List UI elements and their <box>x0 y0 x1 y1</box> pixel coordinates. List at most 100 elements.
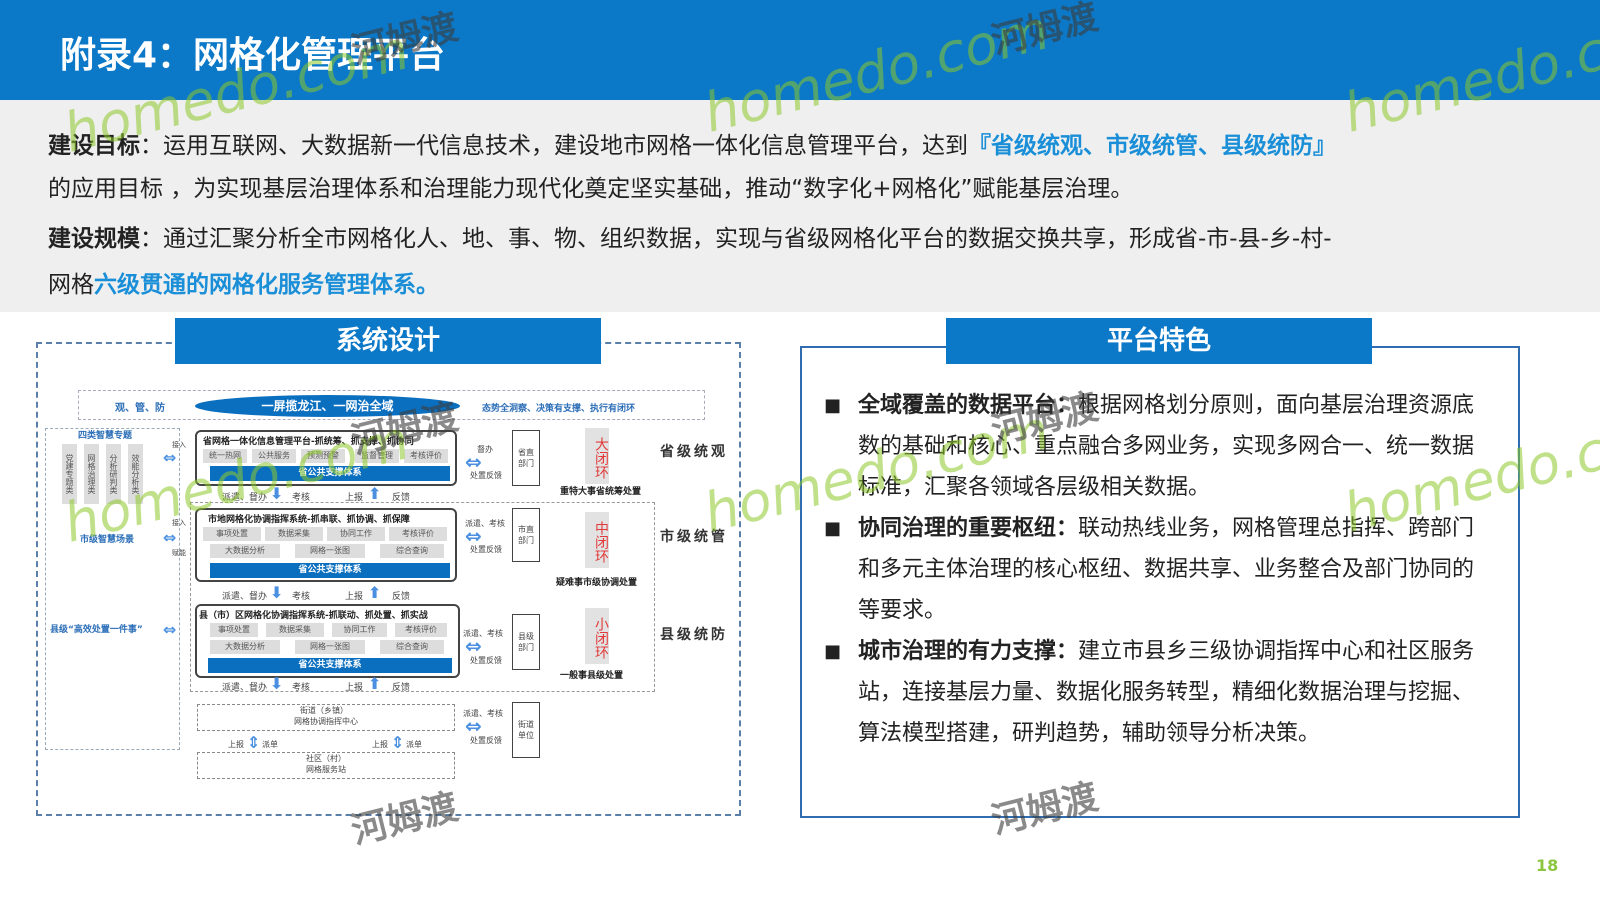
city-title: 市地网格化协调指挥系统-抓串联、抓协调、抓保障 <box>208 515 410 525</box>
community-sub-label: 网格服务站 <box>306 765 346 774</box>
top-banner: 一屏揽龙江、一网治全域 <box>195 395 460 417</box>
scale-line-1: 建设规模：通过汇聚分析全市网格化人、地、事、物、组织数据，实现与省级网格化平台的… <box>48 219 1332 253</box>
county-scene-label: 县级“高效处置一件事” <box>50 625 143 635</box>
module: 综合查询 <box>380 640 444 654</box>
square-bullet-icon: ■ <box>824 395 842 416</box>
arrow-down-icon: ⬇ <box>270 674 284 693</box>
module: 事项处置 <box>210 623 258 637</box>
feedback-label: 反馈 <box>392 493 411 503</box>
goal-line-1: 建设目标：运用互联网、大数据新一代信息技术，建设地市网格一体化信息管理平台，达到… <box>48 126 1336 160</box>
topic-item: 网格治理类 <box>84 444 99 504</box>
support-bar: 省公共支撑体系 <box>208 658 452 673</box>
arrow-up-icon: ⬆ <box>368 484 382 503</box>
up-down-arrow-icon: ⇕ <box>247 733 261 752</box>
square-bullet-icon: ■ <box>824 518 842 539</box>
loop-box: 小闭环 <box>585 608 609 664</box>
in-label: 接入 <box>172 519 186 527</box>
feature-text: 联动热线业务，网格管理总指挥、跨部门和多元主体治理的核心枢纽、数据共享、业务整合… <box>858 516 1475 623</box>
top-right-label: 态势全洞察、决策有支撑、执行有闭环 <box>482 404 636 414</box>
county-title: 县（市）区网格化协调指挥系统-抓联动、抓处置、抓实战 <box>199 611 428 621</box>
city-scene-label: 市级智慧场景 <box>80 535 135 545</box>
module: 数据采集 <box>266 623 324 637</box>
double-arrow-icon: ⇔ <box>465 714 482 738</box>
double-arrow-icon: ⇔ <box>163 620 177 639</box>
supervise-label: 督办 <box>477 445 493 454</box>
dept-box: 省直部门 <box>512 430 540 486</box>
module: 协同工作 <box>332 623 387 637</box>
module: 事项处置 <box>203 527 261 541</box>
down-label: 派遣、督办 <box>222 683 268 693</box>
scale-highlight: 六级贯通的网格化服务管理体系。 <box>94 272 439 298</box>
module: 综合查询 <box>380 544 444 558</box>
dispatch-check-label: 派遣、考核 <box>463 629 503 638</box>
province-title: 省网格一体化信息管理平台-抓统筹、抓支撑、抓协同 <box>203 437 414 447</box>
up-label: 上报 <box>345 493 364 503</box>
double-arrow-icon: ⇔ <box>163 448 177 467</box>
street-sub-label: 网格协调指挥中心 <box>294 717 358 726</box>
goal-highlight: 『省级统观、市级统管、县级统防』 <box>968 133 1336 159</box>
double-arrow-icon: ⇔ <box>163 528 177 547</box>
goal-text: ：运用互联网、大数据新一代信息技术，建设地市网格一体化信息管理平台，达到 <box>140 133 968 159</box>
module: 大数据分析 <box>210 640 280 654</box>
street-box <box>197 704 455 731</box>
community-label: 社区（村） <box>306 754 346 763</box>
dispatch-label: 派单 <box>262 740 278 749</box>
report-label: 上报 <box>372 740 388 749</box>
goal-line-2: 的应用目标 ，为实现基层治理体系和治理能力现代化奠定坚实基础，推动“数字化+网格… <box>48 176 1134 202</box>
module: 考核评价 <box>395 623 447 637</box>
street-label: 街道（乡镇） <box>300 706 348 715</box>
square-bullet-icon: ■ <box>824 641 842 662</box>
community-box <box>197 752 455 779</box>
dept-box: 街道单位 <box>512 702 540 758</box>
arrow-up-icon: ⬆ <box>368 583 382 602</box>
module: 监督管理 <box>355 449 399 463</box>
arrow-down-icon: ⬇ <box>270 484 284 503</box>
feedback-label: 反馈 <box>392 592 411 602</box>
feature-bullet: ■全域覆盖的数据平台：根据网格划分原则，面向基层治理资源底数的基础和核心、重点融… <box>824 385 1488 508</box>
title-bar: 附录4：网格化管理平台 <box>0 0 1600 100</box>
module: 网格一张图 <box>295 640 365 654</box>
module: 大数据分析 <box>210 544 280 558</box>
intro-section: 建设目标：运用互联网、大数据新一代信息技术，建设地市网格一体化信息管理平台，达到… <box>0 100 1600 312</box>
goal-label: 建设目标 <box>48 133 140 159</box>
module: 考核评价 <box>389 527 447 541</box>
dept-box: 县级部门 <box>512 614 540 670</box>
topic-item: 党建专题类 <box>62 444 77 504</box>
loop-box: 大闭环 <box>585 428 609 484</box>
down-label: 派遣、督办 <box>222 592 268 602</box>
double-arrow-icon: ⇔ <box>465 524 482 548</box>
module: 预测预警 <box>301 449 345 463</box>
loop-caption: 重特大事省统筹处置 <box>560 487 642 497</box>
loop-caption: 疑难事市级协调处置 <box>556 578 638 588</box>
handle-feedback-label: 处置反馈 <box>470 656 502 665</box>
module: 数据采集 <box>265 527 323 541</box>
topic-item: 效能分析类 <box>128 444 143 504</box>
feature-bullet: ■ 协同治理的重要枢纽：联动热线业务，网格管理总指挥、跨部门和多元主体治理的核心枢… <box>824 508 1488 631</box>
module: 考核评价 <box>404 449 448 463</box>
handle-feedback-label: 处置反馈 <box>470 736 502 745</box>
check-label: 考核 <box>292 592 311 602</box>
loop-caption: 一般事县级处置 <box>560 671 624 681</box>
level-label: 市级统管 <box>660 529 728 545</box>
feedback-label: 反馈 <box>392 683 411 693</box>
module: 协同工作 <box>327 527 385 541</box>
up-label: 上报 <box>345 592 364 602</box>
feature-bullet: ■城市治理的有力支撑：建立市县乡三级协调指挥中心和社区服务站，连接基层力量、数据… <box>824 631 1488 754</box>
feature-title: 全域覆盖的数据平台： <box>858 393 1079 418</box>
feature-title: 协同治理的重要枢纽： <box>858 516 1079 541</box>
support-bar: 省公共支撑体系 <box>210 466 450 481</box>
scale-label: 建设规模 <box>48 226 140 252</box>
scale-line-2: 网格六级贯通的网格化服务管理体系。 <box>48 265 439 299</box>
down-label: 派遣、督办 <box>222 493 268 503</box>
check-label: 考核 <box>292 493 311 503</box>
top-left-label: 观、管、防 <box>115 403 165 414</box>
dept-box: 市直部门 <box>512 508 540 562</box>
arrow-up-icon: ⬆ <box>368 674 382 693</box>
arrow-down-icon: ⬇ <box>270 583 284 602</box>
handle-feedback-label: 处置反馈 <box>470 545 502 554</box>
scale-text-2: 网格 <box>48 272 94 298</box>
platform-features-tab: 平台特色 <box>946 318 1372 364</box>
module: 网格一张图 <box>295 544 365 558</box>
up-down-arrow-icon: ⇕ <box>391 733 405 752</box>
up-label: 上报 <box>345 683 364 693</box>
